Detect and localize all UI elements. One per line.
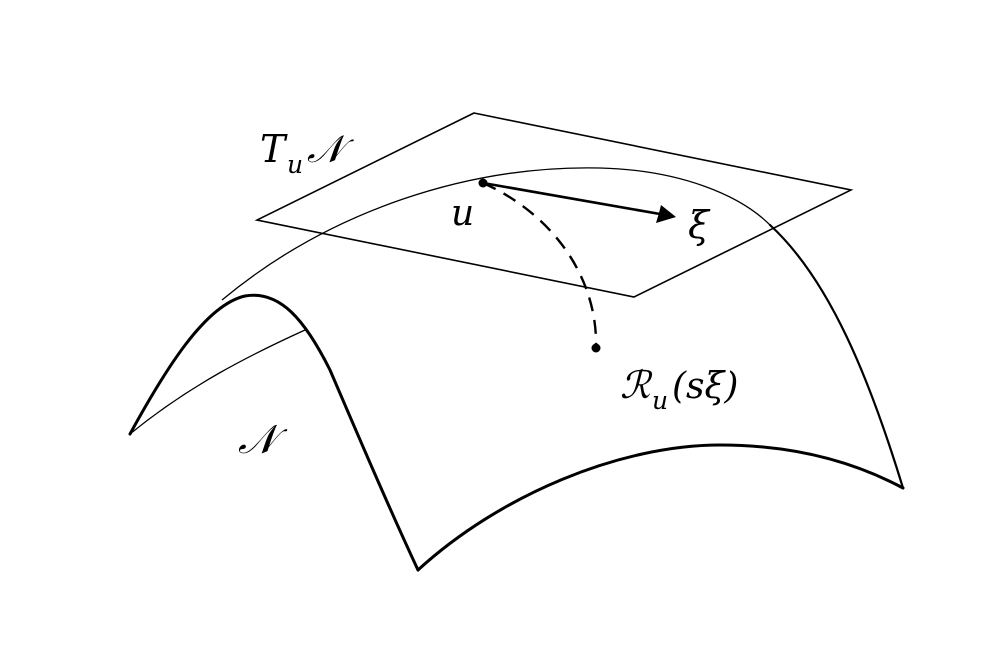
retraction-subscript: u [652, 386, 668, 415]
manifold-left-ridge [129, 329, 306, 435]
vector-xi-label: ξ [688, 203, 711, 247]
tangent-space-base: T [260, 127, 288, 171]
tangent-plane [254, 112, 854, 298]
retraction-argument: (sξ) [672, 366, 738, 407]
manifold-back-rim [221, 167, 771, 301]
retracted-point [591, 343, 601, 353]
tangent-space-subscript: u [287, 150, 303, 179]
tangent-space-manifold: 𝒩 [307, 127, 355, 171]
point-u [478, 178, 488, 188]
manifold-label: 𝒩 [238, 417, 288, 463]
manifold-left-arch [128, 293, 420, 572]
point-u-label: u [451, 193, 474, 234]
manifold-front-edge [416, 443, 905, 572]
retraction-symbol: ℛ [620, 363, 653, 407]
retraction-label: ℛ u (sξ) [620, 363, 738, 415]
tangent-vector [482, 181, 661, 216]
tangent-vector-arrowhead [656, 205, 676, 223]
manifold-right-edge [768, 223, 905, 490]
retraction-curve [482, 181, 598, 349]
tangent-space-label: T u 𝒩 [260, 127, 355, 179]
